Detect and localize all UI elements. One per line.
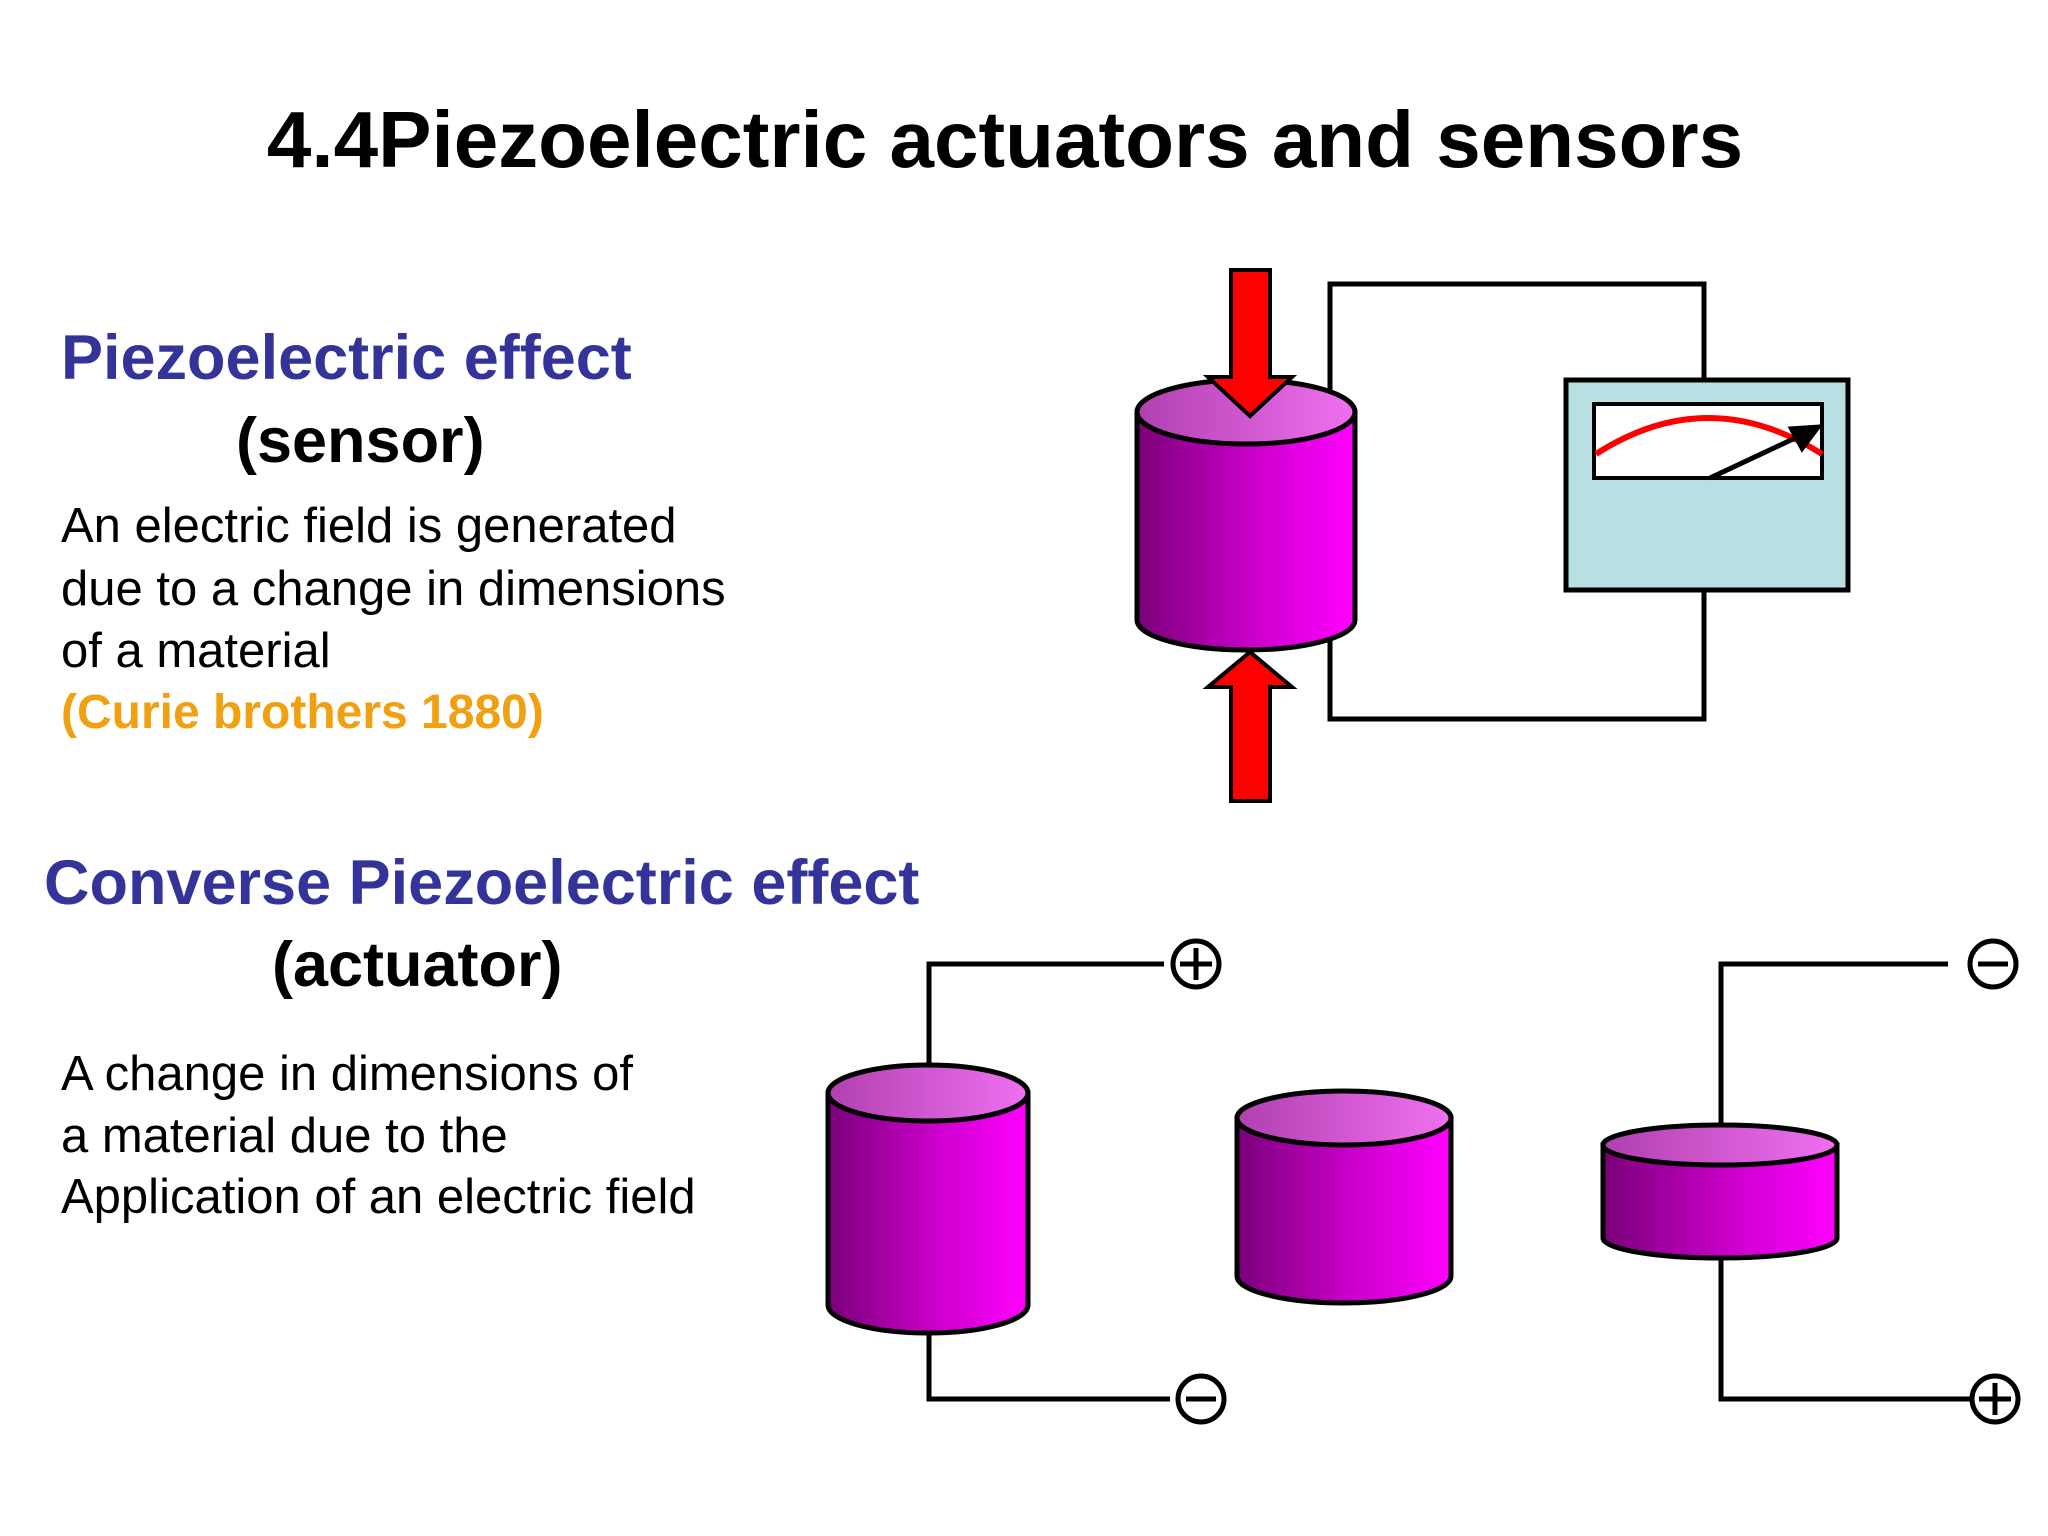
actuator-left-wire-top	[926, 961, 1164, 1093]
actuator-contracted	[1600, 938, 2021, 1425]
actuator-neutral-cylinder-icon	[1234, 1088, 1454, 1306]
sensor-piezo-cylinder-icon	[1134, 377, 1358, 653]
actuator-right-wire-bottom	[1718, 1252, 1970, 1402]
plus-terminal-icon	[1969, 1373, 2021, 1425]
actuator-description-line: A change in dimensions of	[61, 1047, 634, 1101]
actuator-tall-cylinder-icon	[825, 1062, 1031, 1336]
page-title: 4.4Piezoelectric actuators and sensors	[266, 95, 1744, 184]
force-arrow-down-icon	[1202, 268, 1298, 419]
sensor-description-line: An electric field is generated	[61, 499, 677, 553]
sensor-subheading: (sensor)	[236, 406, 485, 476]
voltmeter-icon	[1563, 377, 1851, 593]
sensor-wire-bottom	[1327, 590, 1707, 722]
force-arrow-up-icon	[1202, 649, 1298, 803]
actuator-left-wire-bottom	[926, 1330, 1170, 1402]
sensor-wire-top	[1327, 281, 1707, 412]
sensor-description-line: of a material	[61, 624, 331, 678]
actuator-short-cylinder-icon	[1600, 1122, 1840, 1261]
plus-terminal-icon	[1170, 938, 1222, 990]
sensor-heading: Piezoelectric effect	[61, 323, 632, 393]
sensor-circuit	[1134, 268, 1851, 803]
actuator-description-line: a material due to the	[61, 1109, 508, 1163]
minus-terminal-icon	[1967, 938, 2019, 990]
actuator-description-line: Application of an electric field	[61, 1170, 696, 1224]
actuator-elongated	[825, 938, 1227, 1425]
actuator-subheading: (actuator)	[272, 930, 563, 1000]
minus-terminal-icon	[1175, 1373, 1227, 1425]
sensor-description-line: due to a change in dimensions	[61, 562, 726, 616]
actuator-right-wire-top	[1718, 961, 1948, 1132]
sensor-citation: (Curie brothers 1880)	[61, 686, 544, 739]
actuator-heading: Converse Piezoelectric effect	[44, 848, 920, 918]
